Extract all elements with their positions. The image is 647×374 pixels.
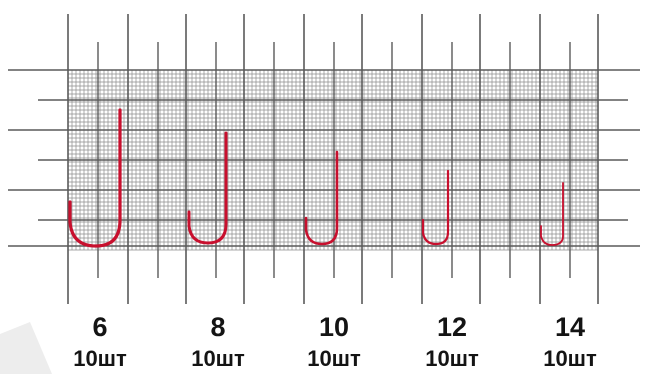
hook-size-label-10: 10 — [318, 312, 350, 342]
hook-size-label-12: 12 — [436, 312, 468, 342]
hook-quantity-label-8: 10шт — [191, 346, 245, 371]
hook-12-shape — [421, 169, 450, 246]
hook-8-shape — [187, 131, 228, 245]
hook-quantity-label-12: 10шт — [425, 346, 479, 371]
ruler-lines — [8, 14, 640, 304]
hook-10-shape — [304, 150, 339, 246]
paper-fold-decoration — [0, 322, 52, 374]
hook-6-shape — [68, 108, 122, 248]
hook-quantity-label-6: 10шт — [73, 346, 127, 371]
hook-14-shape — [540, 182, 564, 246]
hook-quantity-label-10: 10шт — [307, 346, 361, 371]
hook-size-label-8: 8 — [210, 312, 226, 342]
hook-size-label-14: 14 — [554, 312, 586, 342]
hooks-group — [68, 108, 564, 248]
hook-quantity-label-14: 10шт — [543, 346, 597, 371]
hook-size-label-6: 6 — [92, 312, 108, 342]
